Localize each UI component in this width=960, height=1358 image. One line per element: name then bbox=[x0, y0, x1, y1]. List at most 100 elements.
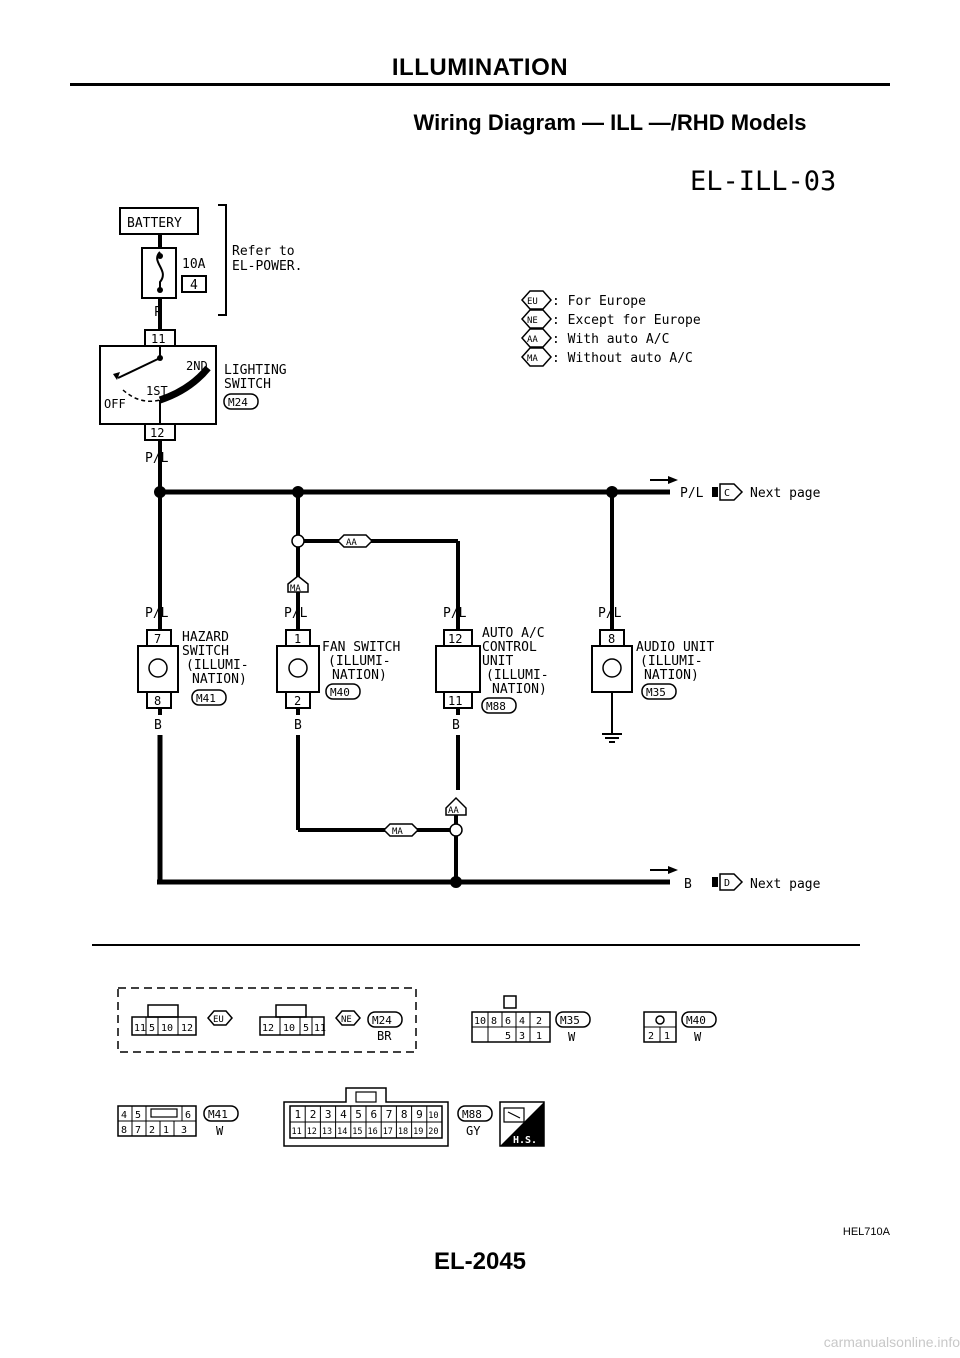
audio-label-3: NATION) bbox=[644, 668, 699, 683]
m88-pin-4: 4 bbox=[340, 1108, 347, 1121]
fan-pin-bottom: 2 bbox=[294, 694, 301, 708]
m41-pin-1: 1 bbox=[163, 1125, 169, 1136]
fuse-number: 4 bbox=[190, 278, 198, 293]
legend-text-aa: : With auto A/C bbox=[552, 332, 669, 347]
hazard-connector: M41 bbox=[196, 692, 216, 705]
fuse-amp: 10A bbox=[182, 257, 206, 272]
fan-connector: M40 bbox=[330, 686, 350, 699]
connector-m24-ne: 12 10 5 11 NE bbox=[259, 1004, 361, 1036]
connector-m24-eu: 11 5 10 12 EU bbox=[131, 1004, 233, 1036]
connector-m35: 10 8 6 4 2 5 3 1 M35 W bbox=[471, 995, 591, 1044]
m88-pin-8: 8 bbox=[401, 1108, 408, 1121]
lighting-switch: 11 12 OFF 1ST 2ND LIGHTING SWITCH M24 bbox=[99, 329, 287, 441]
ls-pos-1st: 1ST bbox=[146, 384, 168, 398]
m41-pin-8: 8 bbox=[121, 1125, 127, 1136]
m40-connector-id: M40 bbox=[686, 1014, 706, 1027]
autoac-label-1: AUTO A/C bbox=[482, 626, 545, 641]
hazard-label-4: NATION) bbox=[192, 672, 247, 687]
m41-pin-7: 7 bbox=[135, 1125, 141, 1136]
refer-line1: Refer to bbox=[232, 244, 295, 259]
diagram-title: Wiring Diagram — ILL —/RHD Models bbox=[413, 110, 807, 135]
m24-connector-id: M24 bbox=[372, 1014, 392, 1027]
watermark: carmanualsonline.info bbox=[823, 1334, 960, 1350]
audio-connector: M35 bbox=[646, 686, 666, 699]
m41-pin-4: 4 bbox=[121, 1110, 127, 1121]
hazard-label-2: SWITCH bbox=[182, 644, 229, 659]
ls-connector: M24 bbox=[228, 396, 248, 409]
m88-pin-9: 9 bbox=[416, 1108, 423, 1121]
ls-pin-top: 11 bbox=[151, 332, 165, 346]
autoac-connector: M88 bbox=[486, 700, 506, 713]
m88-pin-13: 13 bbox=[322, 1127, 332, 1137]
connector-view-icon bbox=[503, 1107, 525, 1123]
m40-connector-color: W bbox=[694, 1030, 702, 1044]
m24eu-pin-4: 12 bbox=[181, 1023, 193, 1034]
m24ne-pin-2: 10 bbox=[283, 1023, 295, 1034]
next-page-c-wire: P/L bbox=[680, 486, 704, 501]
m88-pin-17: 17 bbox=[383, 1127, 393, 1137]
m41-connector-color: W bbox=[216, 1124, 224, 1138]
autoac-pin-bottom: 11 bbox=[448, 694, 462, 708]
ls-label-1: LIGHTING bbox=[224, 363, 287, 378]
ls-wire-pl: P/L bbox=[145, 451, 169, 466]
m88-pin-11: 11 bbox=[292, 1127, 302, 1137]
m88-pin-14: 14 bbox=[337, 1127, 347, 1137]
m35-pin-8: 8 bbox=[491, 1016, 497, 1027]
wire-color-p: P bbox=[154, 305, 162, 320]
legend-code-ne: NE bbox=[527, 316, 538, 326]
m24eu-pin-1: 11 bbox=[134, 1023, 146, 1034]
tag-ma-lower: MA bbox=[392, 827, 403, 837]
autoac-wire-in: P/L bbox=[443, 606, 467, 621]
m35-connector-color: W bbox=[568, 1030, 576, 1044]
m41-pin-5: 5 bbox=[135, 1110, 141, 1121]
m24ne-pin-4: 11 bbox=[314, 1023, 326, 1034]
tag-ma-upper: MA bbox=[290, 584, 301, 594]
audio-label-2: (ILLUMI- bbox=[640, 654, 703, 669]
legend-text-ne: : Except for Europe bbox=[552, 313, 701, 328]
m24eu-pin-2: 5 bbox=[149, 1023, 155, 1034]
next-page-c-tag: C bbox=[724, 488, 730, 499]
m35-pin-5: 5 bbox=[505, 1031, 511, 1042]
hs-label: H.S. bbox=[513, 1135, 537, 1146]
ls-pos-off: OFF bbox=[104, 397, 126, 411]
refer-line2: EL-POWER. bbox=[232, 259, 302, 274]
audio-wire-in: P/L bbox=[598, 606, 622, 621]
m35-pin-10: 10 bbox=[474, 1016, 486, 1027]
m88-pin-7: 7 bbox=[386, 1108, 393, 1121]
m88-pin-12: 12 bbox=[307, 1127, 317, 1137]
legend-text-eu: : For Europe bbox=[552, 294, 646, 309]
m88-pin-18: 18 bbox=[398, 1127, 408, 1137]
audio-label-1: AUDIO UNIT bbox=[636, 640, 714, 655]
audio-pin-top: 8 bbox=[608, 632, 615, 646]
m88-pin-16: 16 bbox=[368, 1127, 378, 1137]
m88-pin-15: 15 bbox=[352, 1127, 362, 1137]
autoac-label-2: CONTROL bbox=[482, 640, 537, 655]
legend-code-ma: MA bbox=[527, 354, 538, 364]
legend-code-aa: AA bbox=[527, 335, 538, 345]
autoac-label-5: NATION) bbox=[492, 682, 547, 697]
auto-ac-unit: P/L 12 11 AUTO A/C CONTROL UNIT (ILLUMI-… bbox=[435, 606, 549, 733]
hazard-wire-in: P/L bbox=[145, 606, 169, 621]
m41-connector-id: M41 bbox=[208, 1108, 228, 1121]
next-page-c-text: Next page bbox=[750, 486, 821, 501]
next-page-d-wire: B bbox=[684, 877, 692, 892]
hazard-switch: P/L 7 8 HAZARD SWITCH (ILLUMI- NATION) M… bbox=[137, 606, 249, 733]
page-header-title: ILLUMINATION bbox=[391, 54, 569, 81]
m88-pin-10: 10 bbox=[428, 1111, 438, 1121]
hazard-label-1: HAZARD bbox=[182, 630, 229, 645]
ls-pos-2nd: 2ND bbox=[186, 359, 208, 373]
fan-label-1: FAN SWITCH bbox=[322, 640, 400, 655]
m88-pin-3: 3 bbox=[325, 1108, 332, 1121]
fan-label-3: NATION) bbox=[332, 668, 387, 683]
fan-label-2: (ILLUMI- bbox=[328, 654, 391, 669]
tag-aa-upper: AA bbox=[346, 538, 357, 548]
m35-pin-2: 2 bbox=[536, 1016, 542, 1027]
hazard-pin-top: 7 bbox=[154, 632, 161, 646]
m41-pin-6: 6 bbox=[185, 1110, 191, 1121]
header-rule bbox=[70, 83, 890, 86]
autoac-label-3: UNIT bbox=[482, 654, 513, 669]
refer-bracket bbox=[218, 204, 227, 316]
